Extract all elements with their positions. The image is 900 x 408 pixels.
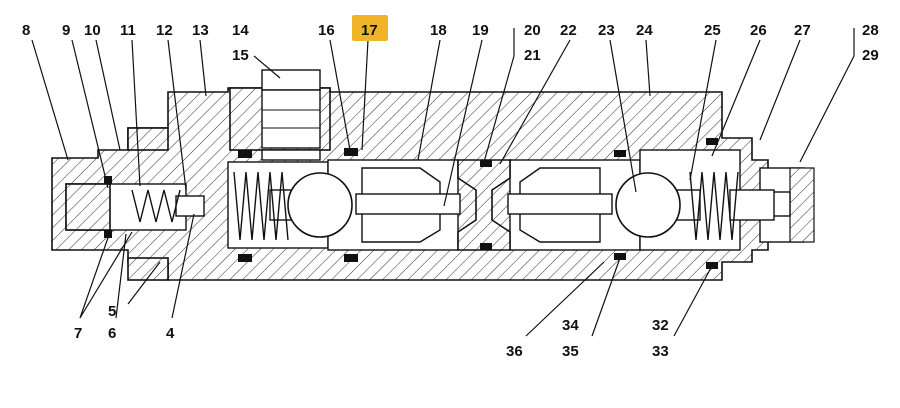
leader-lines <box>31 28 855 337</box>
label-10: 10 <box>84 22 101 39</box>
label-22: 22 <box>560 22 577 39</box>
label-19: 19 <box>472 22 489 39</box>
seals <box>104 138 718 269</box>
label-33: 33 <box>652 343 669 360</box>
label-26: 26 <box>750 22 767 39</box>
label-15: 15 <box>232 47 249 64</box>
label-6: 6 <box>108 325 116 342</box>
label-12: 12 <box>156 22 173 39</box>
label-13: 13 <box>192 22 209 39</box>
label-34: 34 <box>562 317 579 334</box>
label-24: 24 <box>636 22 653 39</box>
label-27: 27 <box>794 22 811 39</box>
left-check-ball <box>287 172 353 238</box>
label-32: 32 <box>652 317 669 334</box>
label-11: 11 <box>120 22 136 39</box>
label-18: 18 <box>430 22 447 39</box>
right-check-ball <box>615 172 681 238</box>
label-21: 21 <box>524 47 541 64</box>
label-16: 16 <box>318 22 335 39</box>
label-9: 9 <box>62 22 70 39</box>
label-35: 35 <box>562 343 579 360</box>
label-25: 25 <box>704 22 721 39</box>
label-28: 28 <box>862 22 879 39</box>
label-17: 17 <box>361 22 378 39</box>
check-balls <box>287 172 681 238</box>
part-labels: 8 9 10 11 12 13 14 15 16 17 18 19 20 21 … <box>22 22 879 360</box>
label-20: 20 <box>524 22 541 39</box>
label-29: 29 <box>862 47 879 64</box>
label-8: 8 <box>22 22 30 39</box>
label-36: 36 <box>506 343 523 360</box>
label-5: 5 <box>108 303 116 320</box>
springs <box>131 171 739 241</box>
label-4: 4 <box>166 325 175 342</box>
label-23: 23 <box>598 22 615 39</box>
label-7: 7 <box>74 325 82 342</box>
label-14: 14 <box>232 22 249 39</box>
highlight-box <box>352 15 388 41</box>
